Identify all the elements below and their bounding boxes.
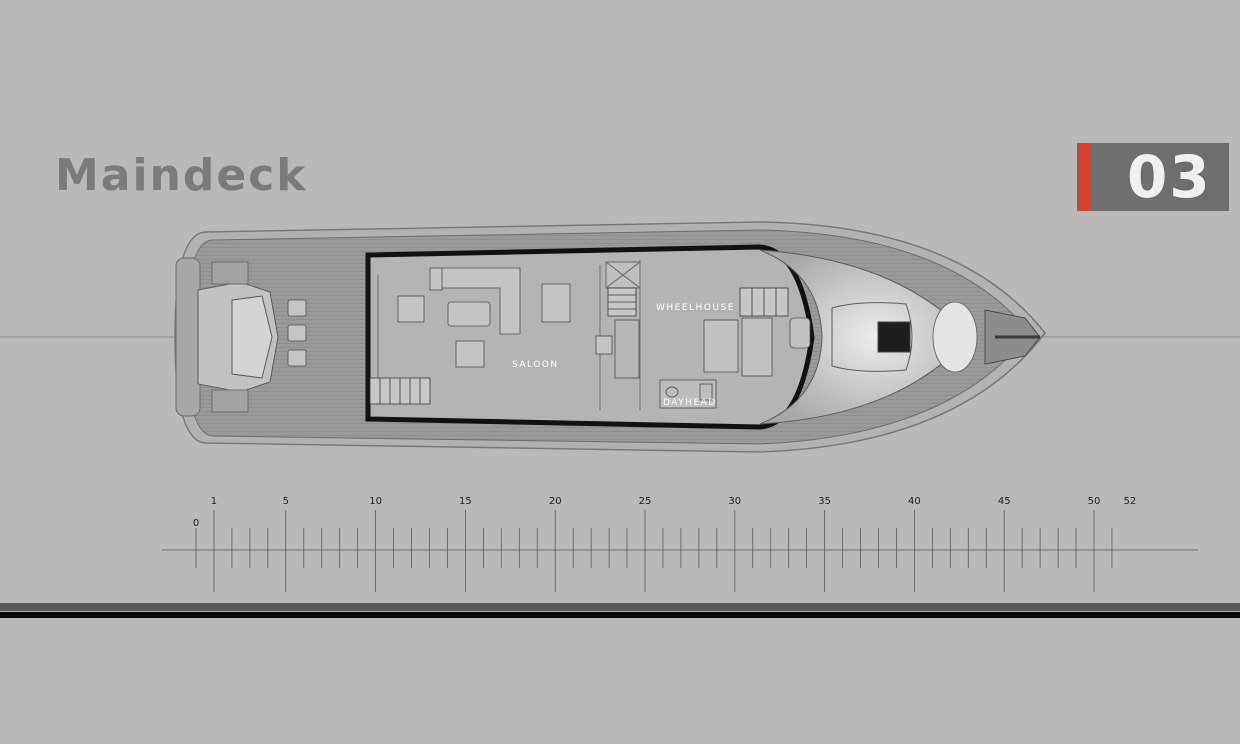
saloon-stairs (369, 377, 431, 405)
foredeck (759, 249, 971, 425)
wheelhouse-label: WHEELHOUSE (656, 303, 735, 313)
scale-label: 40 (908, 496, 921, 507)
saloon-label: SALOON (512, 360, 559, 370)
page-number-badge: 03 (1077, 143, 1229, 211)
stern-platform (175, 257, 279, 417)
scale-label: 1 (211, 496, 217, 507)
scale-label: 20 (549, 496, 562, 507)
dayhead-label: DAYHEAD (663, 398, 717, 408)
aft-deck-chairs (287, 299, 307, 367)
saloon-furniture (397, 267, 640, 379)
scale-label: 35 (818, 496, 831, 507)
scale-label: 45 (998, 496, 1011, 507)
scale-label: 15 (459, 496, 472, 507)
bottom-bar-grey (0, 603, 1240, 611)
scale-label: 50 (1088, 496, 1101, 507)
page-title: Maindeck (55, 150, 308, 201)
scale-label: 25 (639, 496, 652, 507)
scale-label: 52 (1124, 496, 1137, 507)
dayhead-room (659, 379, 717, 409)
scale-label: 5 (283, 496, 289, 507)
scale-label: 10 (369, 496, 382, 507)
bottom-bar-black (0, 612, 1240, 618)
scale-label: 30 (728, 496, 741, 507)
page-number: 03 (1127, 143, 1212, 211)
bow-windlass (984, 309, 1041, 365)
wheelhouse-stairs (607, 287, 789, 317)
forward-hatch (877, 321, 911, 353)
wheelhouse-console (703, 317, 811, 377)
scale-label: 0 (193, 518, 199, 529)
badge-accent-bar (1077, 143, 1090, 211)
